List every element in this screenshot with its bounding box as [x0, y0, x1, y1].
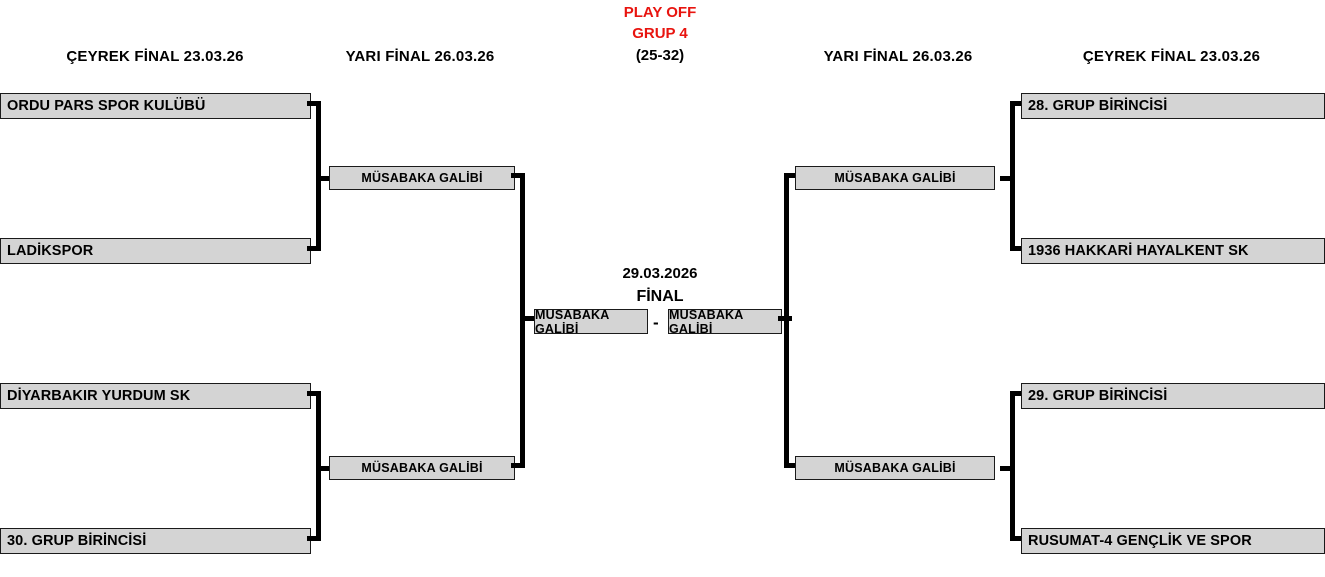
header-left-quarter-final: ÇEYREK FİNAL 23.03.26 — [66, 48, 244, 65]
connector-right-semi-stub-lower — [784, 463, 798, 468]
finalist-slot-right[interactable]: MÜSABAKA GALİBİ — [668, 309, 782, 334]
connector-left-quarter-top-stub-lower — [307, 246, 321, 251]
title-play-off: PLAY OFF — [623, 4, 697, 21]
final-label: FİNAL — [636, 288, 684, 305]
connector-right-quarter-top-stub-out — [1000, 176, 1015, 181]
connector-left-quarter-top-stub-upper — [307, 101, 321, 106]
connector-right-quarter-top-vertical — [1010, 101, 1015, 247]
header-right-semi-final: YARI FİNAL 26.03.26 — [823, 48, 973, 65]
final-separator-dash: - — [653, 313, 659, 332]
connector-left-semi-stub-upper — [511, 173, 525, 178]
team-slot-rusumat-4-genclik-ve-spor[interactable]: RUSUMAT-4 GENÇLİK VE SPOR — [1021, 528, 1325, 554]
team-slot-30-grup-birincisi[interactable]: 30. GRUP BİRİNCİSİ — [0, 528, 311, 554]
winner-slot-right-semi-final-top[interactable]: MÜSABAKA GALİBİ — [795, 166, 995, 190]
team-slot-1936-hakkari-hayalkent-sk[interactable]: 1936 HAKKARİ HAYALKENT SK — [1021, 238, 1325, 264]
connector-left-semi-stub-out — [520, 316, 536, 321]
connector-left-quarter-top-vertical — [316, 101, 321, 247]
tournament-title: PLAY OFF GRUP 4 (25-32) — [570, 2, 750, 66]
team-slot-ladikspor[interactable]: LADİKSPOR — [0, 238, 311, 264]
connector-left-quarter-bottom-vertical — [316, 391, 321, 537]
winner-slot-left-semi-final-bottom[interactable]: MÜSABAKA GALİBİ — [329, 456, 515, 480]
connector-right-quarter-bottom-vertical — [1010, 391, 1015, 537]
connector-right-quarter-bottom-stub-out — [1000, 466, 1015, 471]
finalist-slot-left[interactable]: MÜSABAKA GALİBİ — [534, 309, 648, 334]
team-slot-29-grup-birincisi[interactable]: 29. GRUP BİRİNCİSİ — [1021, 383, 1325, 409]
title-range: (25-32) — [635, 46, 685, 64]
connector-left-quarter-bottom-stub-out — [316, 466, 330, 471]
connector-right-quarter-top-stub-upper — [1010, 101, 1024, 106]
header-left-semi-final: YARI FİNAL 26.03.26 — [345, 48, 495, 65]
team-slot-ordu-pars-spor-kulubu[interactable]: ORDU PARS SPOR KULÜBÜ — [0, 93, 311, 119]
winner-slot-left-semi-final-top[interactable]: MÜSABAKA GALİBİ — [329, 166, 515, 190]
title-group: GRUP 4 — [632, 25, 688, 43]
final-date: 29.03.2026 — [622, 265, 698, 282]
header-right-quarter-final: ÇEYREK FİNAL 23.03.26 — [1082, 48, 1261, 65]
connector-left-semi-stub-lower — [511, 463, 525, 468]
team-slot-28-grup-birincisi[interactable]: 28. GRUP BİRİNCİSİ — [1021, 93, 1325, 119]
connector-right-semi-stub-upper — [784, 173, 798, 178]
connector-right-quarter-top-stub-lower — [1010, 246, 1024, 251]
connector-left-quarter-top-stub-out — [316, 176, 330, 181]
connector-left-quarter-bottom-stub-lower — [307, 536, 321, 541]
team-slot-diyarbakir-yurdum-sk[interactable]: DİYARBAKIR YURDUM SK — [0, 383, 311, 409]
winner-slot-right-semi-final-bottom[interactable]: MÜSABAKA GALİBİ — [795, 456, 995, 480]
connector-right-quarter-bottom-stub-lower — [1010, 536, 1024, 541]
connector-left-quarter-bottom-stub-upper — [307, 391, 321, 396]
connector-right-quarter-bottom-stub-upper — [1010, 391, 1024, 396]
connector-right-semi-stub-out — [778, 316, 792, 321]
